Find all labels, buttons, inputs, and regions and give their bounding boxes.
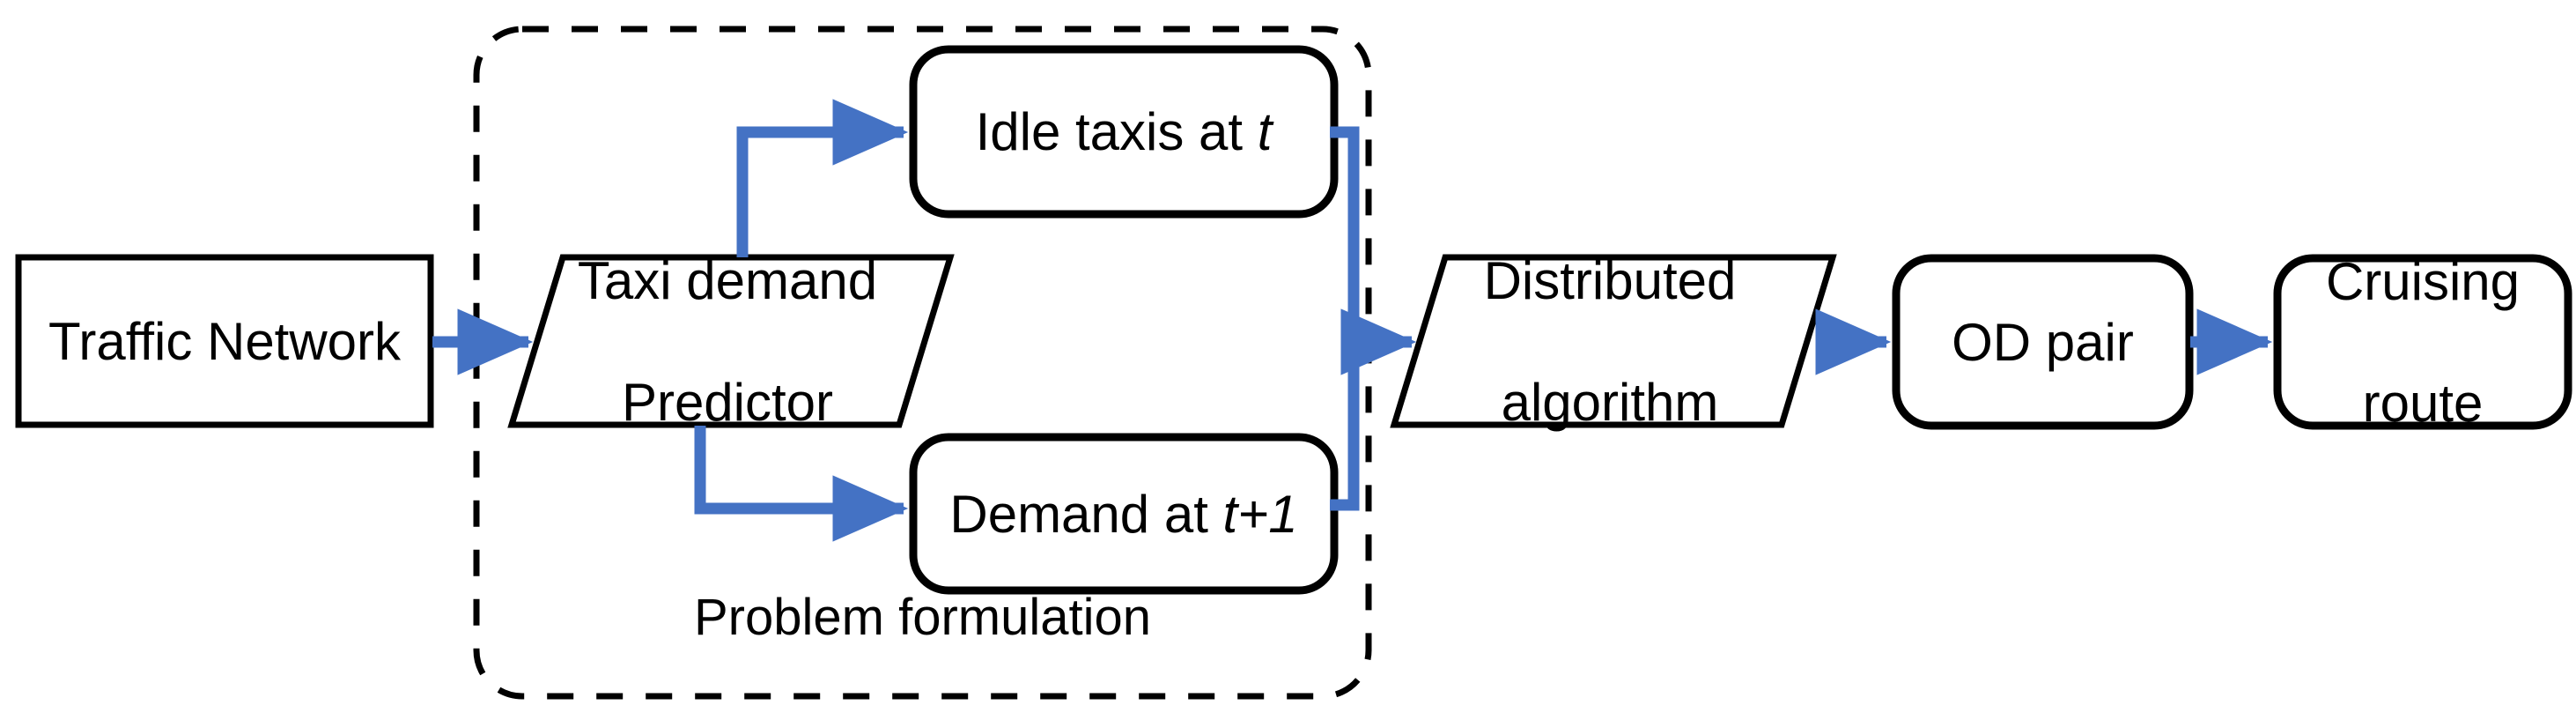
node-idle-taxis-at-t-shape[interactable] [909,45,1339,219]
node-cruising-route-shape[interactable] [2273,254,2572,430]
node-taxi-demand-predictor-shape[interactable] [507,254,955,428]
node-od-pair-shape[interactable] [1892,254,2194,430]
problem-formulation-caption: Problem formulation [694,589,1151,646]
node-traffic-network-shape[interactable] [15,254,434,428]
node-demand-at-t-plus-1-shape[interactable] [909,433,1339,595]
node-distributed-algorithm-shape[interactable] [1390,254,1837,428]
edge-idle-to-algorithm [1330,126,1360,342]
edge-predictor-to-idle [736,99,909,257]
edge-demand-to-algorithm [1330,342,1360,511]
edge-predictor-to-demand [694,426,909,542]
